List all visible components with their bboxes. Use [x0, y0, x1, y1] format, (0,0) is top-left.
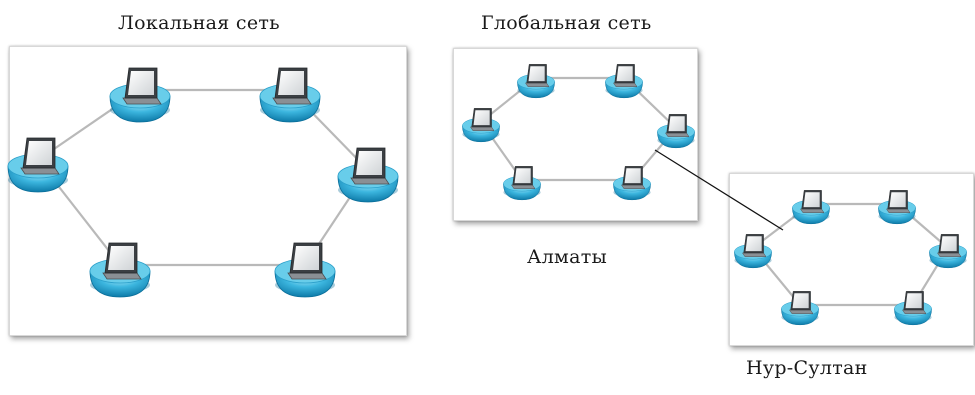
- global-network-title: Глобальная сеть: [481, 12, 652, 34]
- laptop-node-icon: [878, 190, 916, 225]
- laptop-node-icon: [274, 242, 336, 298]
- laptop-node-icon: [781, 291, 819, 326]
- almaty-label: Алматы: [527, 246, 607, 268]
- nursultan-label: Нур-Султан: [746, 357, 868, 379]
- local-network-title: Локальная сеть: [118, 12, 280, 34]
- laptop-node-icon: [109, 67, 171, 123]
- laptop-node-icon: [613, 166, 651, 201]
- laptop-node-icon: [929, 234, 967, 269]
- laptop-node-icon: [259, 67, 321, 123]
- laptop-node-icon: [462, 108, 500, 143]
- laptop-node-icon: [337, 147, 399, 203]
- laptop-node-icon: [657, 114, 695, 149]
- laptop-node-icon: [605, 64, 643, 99]
- laptop-node-icon: [894, 291, 932, 326]
- laptop-node-icon: [89, 242, 151, 298]
- laptop-node-icon: [7, 137, 69, 193]
- wan-connector-line: [654, 149, 784, 231]
- local-network-panel: [9, 46, 407, 336]
- laptop-node-icon: [517, 64, 555, 99]
- laptop-node-icon: [734, 234, 772, 269]
- laptop-node-icon: [792, 190, 830, 225]
- laptop-node-icon: [503, 166, 541, 201]
